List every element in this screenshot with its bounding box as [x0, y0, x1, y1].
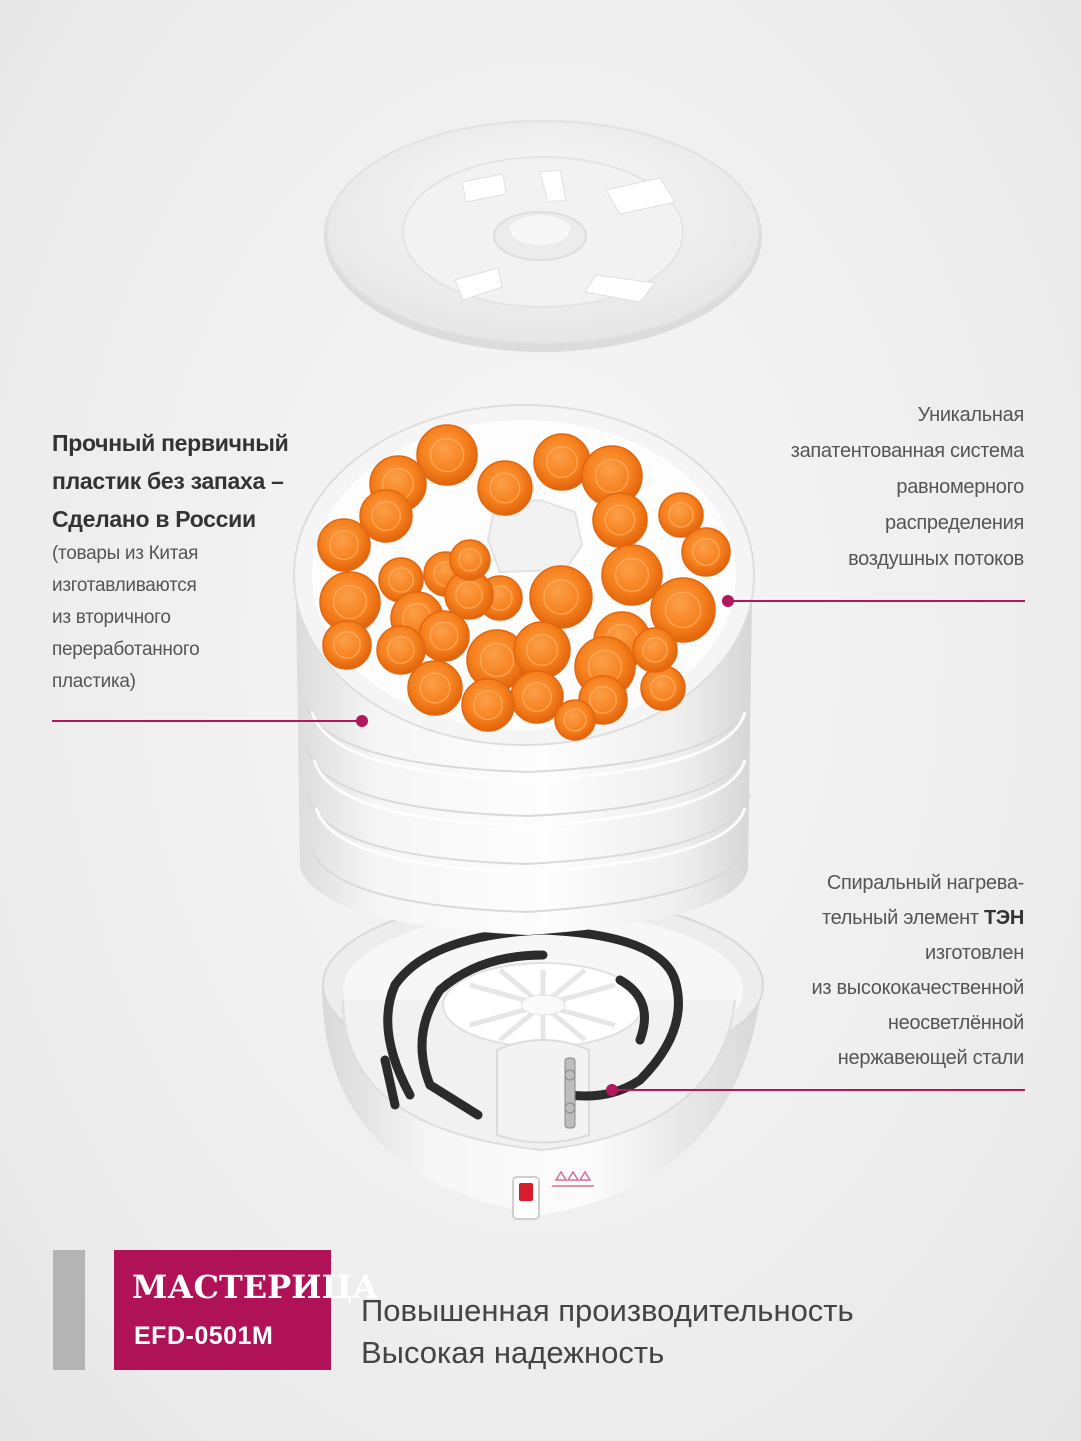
- callout-airflow-line-2: запатентованная система: [790, 440, 1025, 462]
- callout-airflow-line-4: распределения: [885, 512, 1024, 534]
- dryer-base-icon: [322, 896, 764, 1215]
- callout-heater-line-2: тельный элемент ТЭН: [811, 901, 1024, 936]
- callout-plastic-bold-line-1: Прочный первичный: [52, 430, 289, 456]
- callout-plastic-dot: [356, 715, 368, 727]
- callout-heater-dot: [606, 1084, 618, 1096]
- heating-coil-icon: [380, 925, 683, 1120]
- callout-airflow-leader-line: [728, 600, 1025, 602]
- brand-accent-bar: [53, 1250, 85, 1370]
- brand-box: МАСТЕРИЦА EFD-0501M: [114, 1250, 378, 1370]
- callout-heater-line-5: неосветлённой: [887, 1012, 1024, 1034]
- tagline-line-2: Высокая надежность: [361, 1335, 665, 1370]
- brand-model: EFD-0501M: [134, 1322, 274, 1350]
- callout-heater-line-6: нержавеющей стали: [837, 1047, 1025, 1069]
- callout-plastic-sub-line-4: переработанного: [52, 639, 200, 660]
- callout-airflow-line-3: равномерного: [896, 476, 1024, 498]
- callout-airflow-line-1: Уникальная: [917, 404, 1025, 426]
- callout-airflow-line-5: воздушных потоков: [848, 548, 1024, 570]
- brand-name: МАСТЕРИЦА: [132, 1268, 379, 1306]
- callout-heater-line-3: изготовлен: [925, 942, 1024, 964]
- callout-plastic-leader-line: [52, 720, 362, 722]
- tagline-line-1: Повышенная производительность: [361, 1293, 854, 1328]
- base-logo-icon: [552, 1170, 594, 1187]
- callout-heater-leader-line: [612, 1089, 1025, 1091]
- callout-plastic-sub-line-1: (товары из Китая: [52, 543, 199, 564]
- callout-plastic-sub-line-3: из вторичного: [52, 607, 171, 628]
- heater-bracket-icon: [564, 1057, 576, 1129]
- callout-heater-line-4: из высококачественной: [811, 977, 1024, 999]
- callout-plastic-bold-line-3: Сделано в России: [52, 506, 256, 532]
- dryer-lid-icon: [324, 120, 762, 352]
- callout-heater-line-2-text: тельный элемент: [821, 907, 984, 929]
- callout-heater-ten-label: ТЭН: [984, 907, 1024, 929]
- callout-plastic-bold-line-2: пластик без запаха –: [52, 468, 284, 494]
- tagline: Повышенная производительность Высокая на…: [361, 1290, 854, 1374]
- callout-heater-line-1: Спиральный нагрева-: [826, 872, 1024, 894]
- callout-heater: Спиральный нагрева- тельный элемент ТЭН …: [811, 866, 1024, 1076]
- carrot-slices-icon: [317, 424, 731, 741]
- power-switch-icon: [512, 1176, 540, 1220]
- callout-plastic-sub-line-5: пластика): [52, 671, 136, 692]
- callout-plastic: Прочный первичный пластик без запаха – С…: [52, 424, 289, 698]
- callout-plastic-sub-line-2: изготавливаются: [52, 575, 197, 596]
- callout-airflow: Уникальная запатентованная система равно…: [790, 397, 1025, 577]
- callout-airflow-dot: [722, 595, 734, 607]
